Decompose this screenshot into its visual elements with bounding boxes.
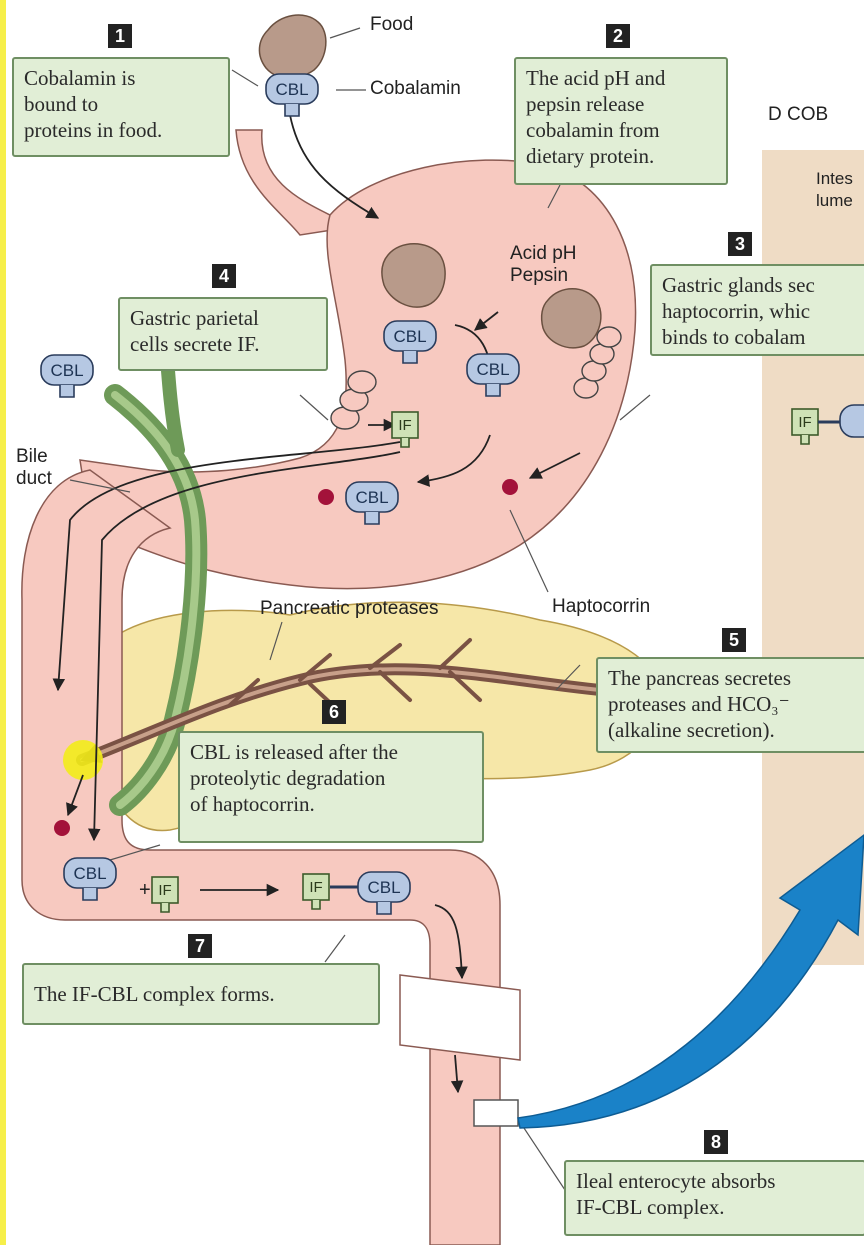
intestine-cut-section xyxy=(400,975,520,1060)
absorption-site xyxy=(474,1100,518,1126)
callout-8: Ileal enterocyte absorbs IF-CBL complex. xyxy=(564,1160,864,1236)
svg-text:CBL: CBL xyxy=(73,864,106,883)
svg-text:IF: IF xyxy=(798,414,811,431)
cbl-symbol: CBL xyxy=(266,74,318,116)
step-number-2: 2 xyxy=(606,24,630,48)
svg-text:IF: IF xyxy=(309,879,322,896)
svg-text:CBL: CBL xyxy=(476,360,509,379)
callout-6: CBL is released after the proteolytic de… xyxy=(178,731,484,843)
svg-text:CBL: CBL xyxy=(275,80,308,99)
food-particle-digested xyxy=(542,289,601,348)
step-number-1: 1 xyxy=(108,24,132,48)
haptocorrin-dot xyxy=(54,820,70,836)
step-number-8: 8 xyxy=(704,1130,728,1154)
svg-text:IF: IF xyxy=(398,417,411,434)
plus-sign: + xyxy=(139,879,151,901)
label-acid-ph-pepsin: Acid pH Pepsin xyxy=(510,243,577,287)
absorption-arrow xyxy=(518,835,864,1128)
callout-7: The IF-CBL complex forms. xyxy=(22,963,380,1025)
callout-4: Gastric parietal cells secrete IF. xyxy=(118,297,328,371)
label-bile-duct: Bile duct xyxy=(16,446,52,490)
callout-5: The pancreas secretes proteases and HCO₃… xyxy=(596,657,864,753)
haptocorrin-dot xyxy=(502,479,518,495)
svg-text:CBL: CBL xyxy=(50,361,83,380)
left-border-strip xyxy=(0,0,6,1245)
svg-text:IF: IF xyxy=(158,882,171,899)
cbl-symbol-partial xyxy=(840,405,864,437)
callout-3: Gastric glands sec haptocorrin, whic bin… xyxy=(650,264,864,356)
step-number-7: 7 xyxy=(188,934,212,958)
label-cobalamin: Cobalamin xyxy=(370,78,461,100)
panel-d-title: D COB xyxy=(768,104,828,126)
cbl-symbol: CBL xyxy=(41,355,93,397)
svg-text:CBL: CBL xyxy=(393,327,426,346)
step-number-3: 3 xyxy=(728,232,752,256)
label-intestinal-lumen: Intes lume xyxy=(816,168,853,212)
callout-2: The acid pH and pepsin release cobalamin… xyxy=(514,57,728,185)
step-number-5: 5 xyxy=(722,628,746,652)
svg-text:CBL: CBL xyxy=(367,878,400,897)
callout-1: Cobalamin is bound to proteins in food. xyxy=(12,57,230,157)
svg-text:CBL: CBL xyxy=(355,488,388,507)
label-food: Food xyxy=(370,14,413,36)
food-particle xyxy=(259,15,325,78)
label-haptocorrin: Haptocorrin xyxy=(552,596,650,618)
step-number-6: 6 xyxy=(322,700,346,724)
step-number-4: 4 xyxy=(212,264,236,288)
haptocorrin-dot xyxy=(318,489,334,505)
label-pancreatic-proteases: Pancreatic proteases xyxy=(260,598,439,620)
